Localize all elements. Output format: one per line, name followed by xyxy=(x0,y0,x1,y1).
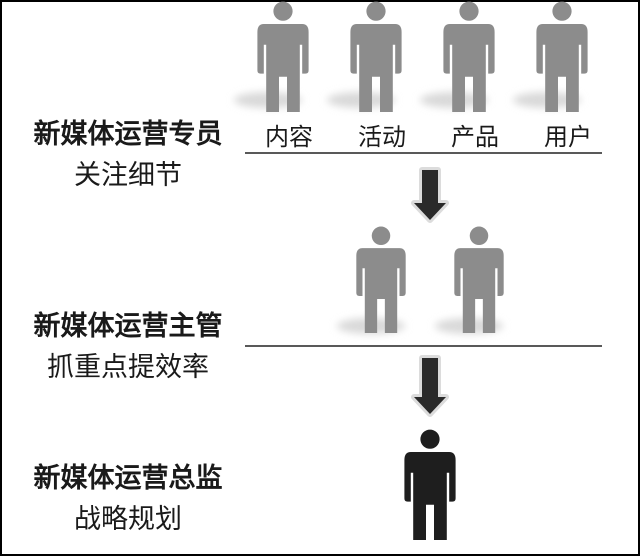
person-icon xyxy=(356,226,406,333)
role-subtitle-director: 战略规划 xyxy=(74,504,182,535)
level-supervisor: 新媒体运营主管 抓重点提效率 xyxy=(34,226,602,383)
category-label-product: 产品 xyxy=(451,123,499,151)
role-title-supervisor: 新媒体运营主管 xyxy=(34,310,223,342)
category-label-user: 用户 xyxy=(544,123,592,151)
supervisor-shadows xyxy=(337,318,503,334)
down-arrow-icon xyxy=(411,355,449,417)
specialist-shadows xyxy=(234,92,581,108)
role-subtitle-specialist: 关注细节 xyxy=(74,160,182,191)
role-title-specialist: 新媒体运营专员 xyxy=(34,118,223,150)
person-icon xyxy=(404,429,456,540)
role-title-director: 新媒体运营总监 xyxy=(34,462,223,494)
down-arrow-icon xyxy=(411,167,449,223)
person-icon xyxy=(454,226,504,333)
level-specialist: 内容 活动 产品 用户 新媒体运营专员 关注细节 xyxy=(34,1,602,191)
role-subtitle-supervisor: 抓重点提效率 xyxy=(47,352,209,383)
category-label-activity: 活动 xyxy=(358,123,406,151)
level-director: 新媒体运营总监 战略规划 xyxy=(34,429,456,540)
category-label-content: 内容 xyxy=(265,123,313,151)
